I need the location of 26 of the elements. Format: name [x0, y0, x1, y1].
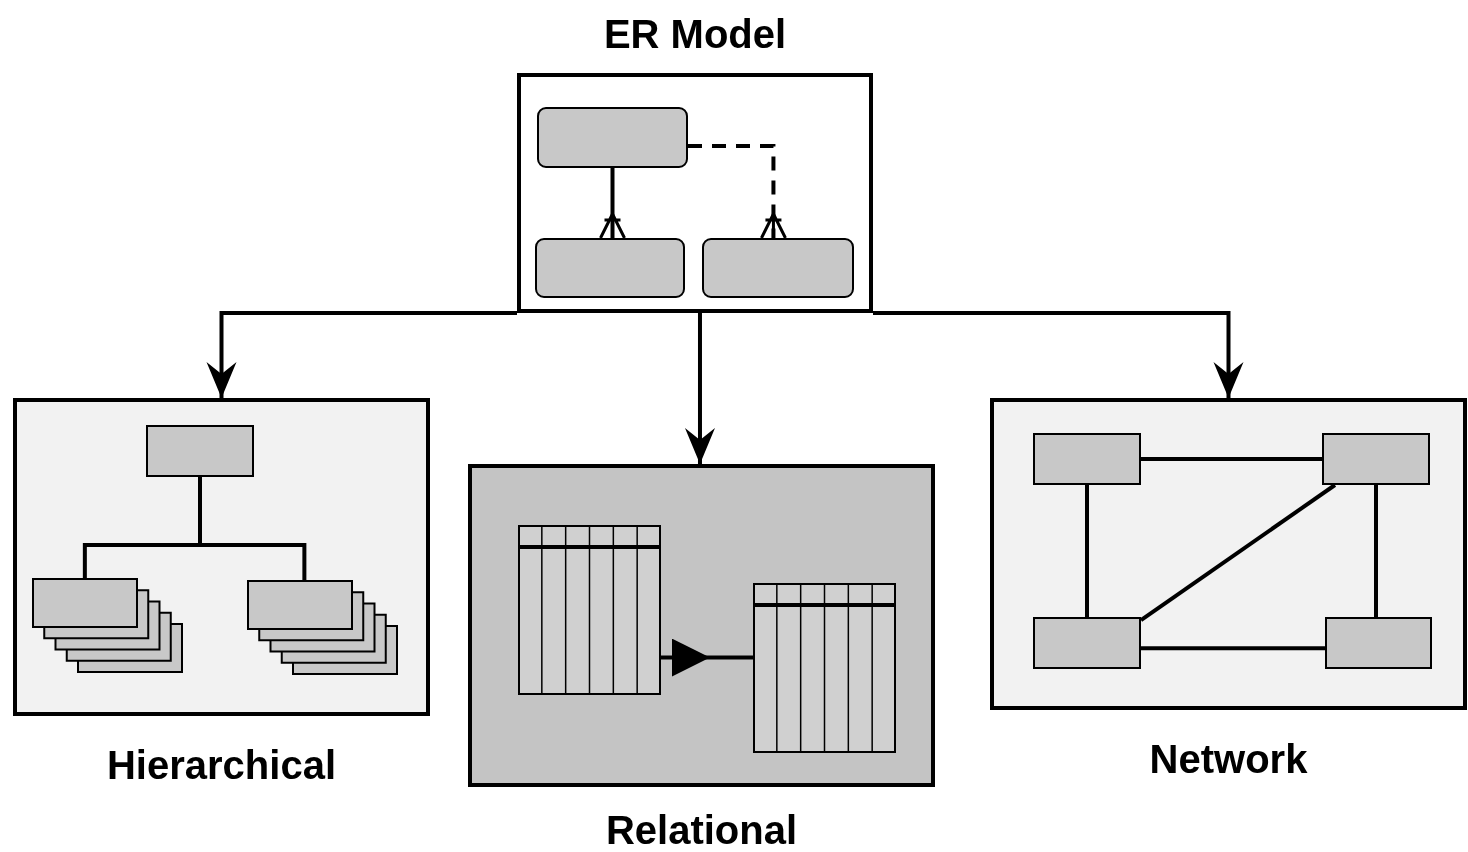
panel-title: Hierarchical — [107, 742, 336, 788]
table-drawing — [518, 525, 661, 695]
arrow — [661, 638, 753, 677]
record-box — [1033, 433, 1141, 485]
table-drawing — [753, 583, 896, 753]
entity-box — [535, 238, 685, 298]
connector-line — [1085, 485, 1089, 617]
connector-line — [1139, 483, 1337, 622]
arrow — [206, 311, 517, 398]
connector-line — [1141, 646, 1325, 651]
record-box — [146, 425, 254, 477]
panel-title: ER Model — [603, 11, 787, 57]
connector-line — [1141, 457, 1322, 461]
arrow — [685, 313, 715, 464]
panel-title: Relational — [605, 807, 798, 852]
record-stack-drawing — [32, 578, 183, 673]
entity-box — [702, 238, 854, 298]
record-box — [1322, 433, 1430, 485]
record-box — [1033, 617, 1141, 669]
connector-line — [1374, 485, 1378, 617]
record-stack-drawing — [247, 580, 398, 675]
panel-title: Network — [1149, 736, 1308, 782]
entity-box — [537, 107, 688, 168]
arrow — [873, 311, 1244, 398]
connector-line — [198, 477, 307, 580]
record-box — [1325, 617, 1432, 669]
